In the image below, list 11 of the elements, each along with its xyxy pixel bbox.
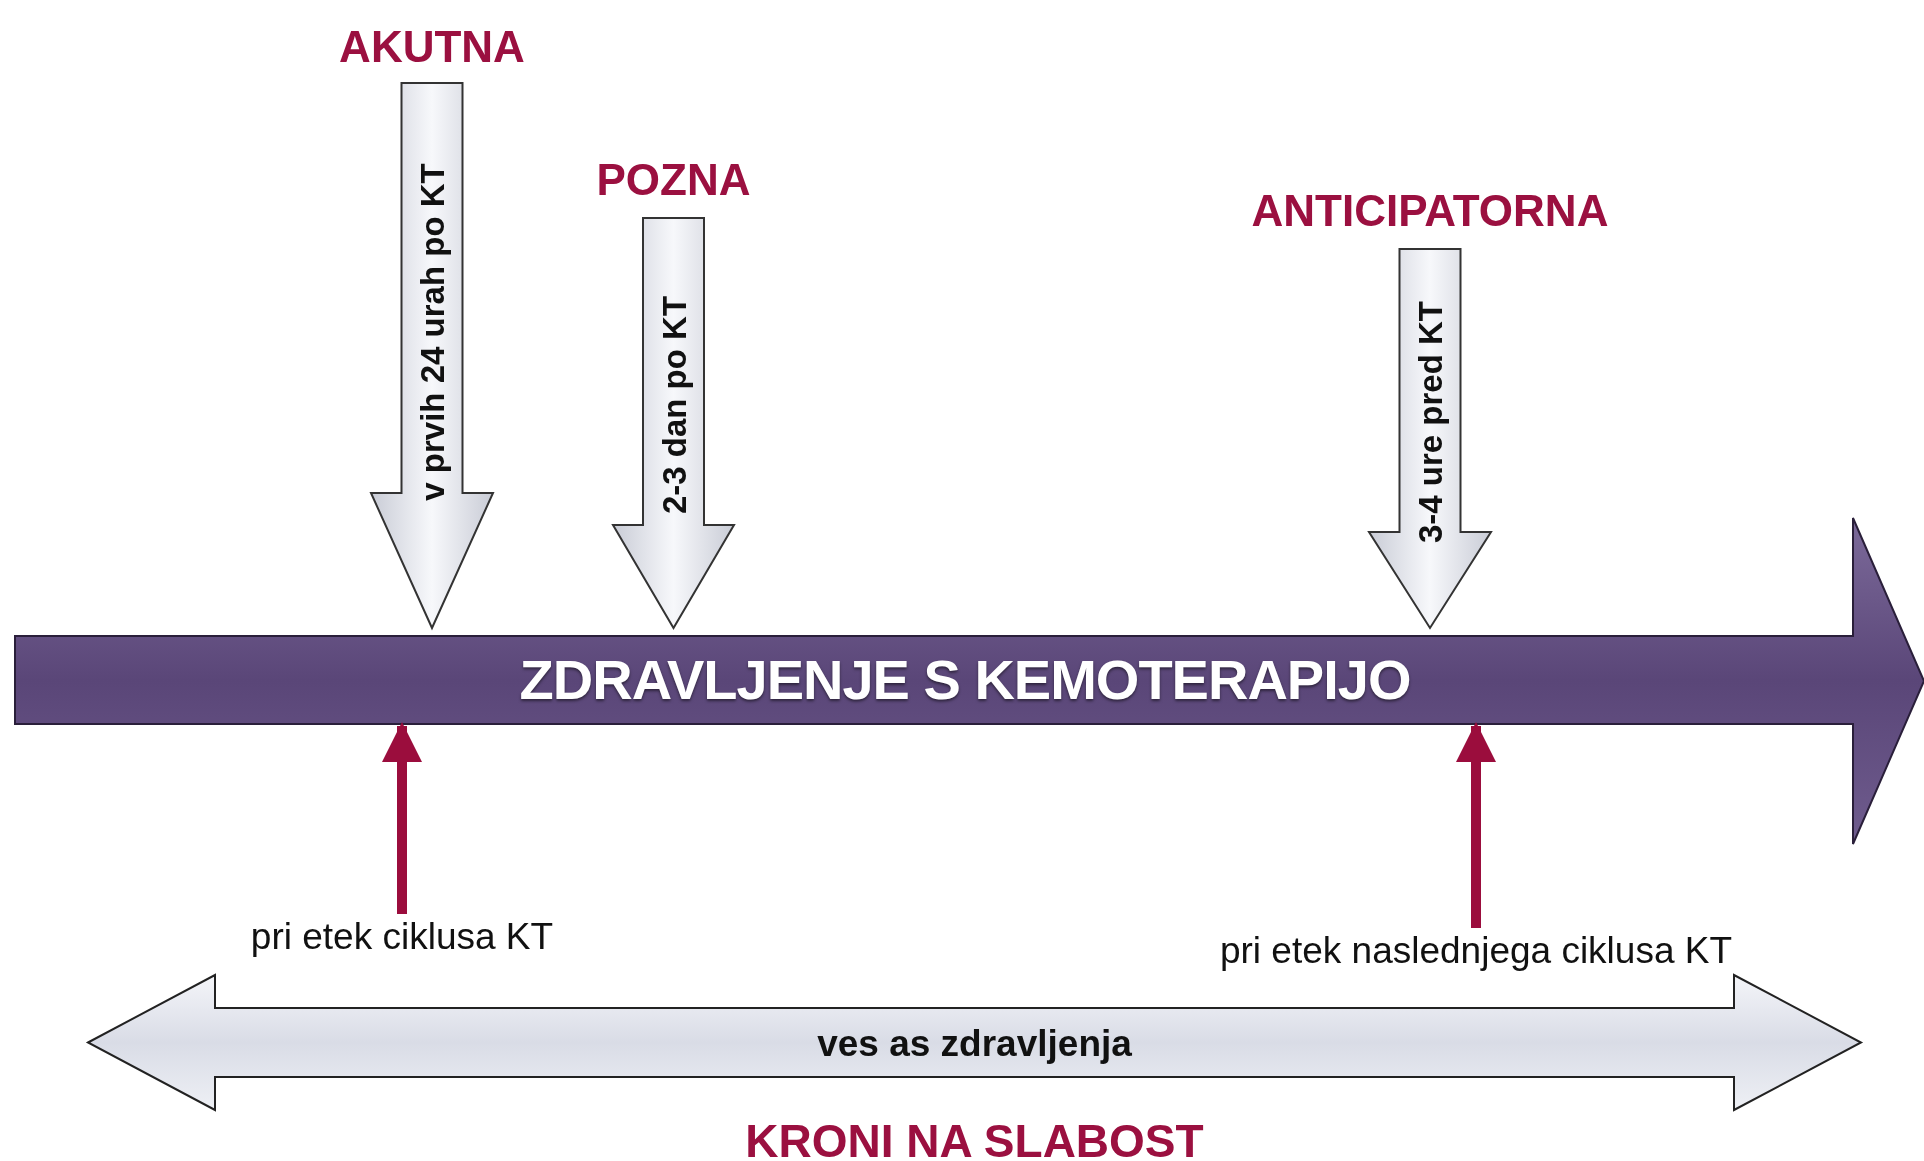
phase-title: AKUTNA bbox=[338, 25, 526, 69]
timeline-title: ZDRAVLJENJE S KEMOTERAPIJO bbox=[518, 652, 1412, 708]
time-label: v prvih 24 urah po KT bbox=[415, 163, 449, 501]
event-label: pri etek ciklusa KT bbox=[249, 918, 555, 955]
arrow bbox=[1456, 722, 1496, 928]
event-label: pri etek naslednjega ciklusa KT bbox=[1218, 932, 1734, 969]
time-label: 3-4 ure pred KT bbox=[1413, 300, 1447, 543]
phase-title: ANTICIPATORNA bbox=[1250, 189, 1610, 233]
category-title: KRONI NA SLABOST bbox=[744, 1118, 1205, 1161]
arrow bbox=[382, 722, 422, 914]
phase-title: POZNA bbox=[595, 158, 752, 202]
